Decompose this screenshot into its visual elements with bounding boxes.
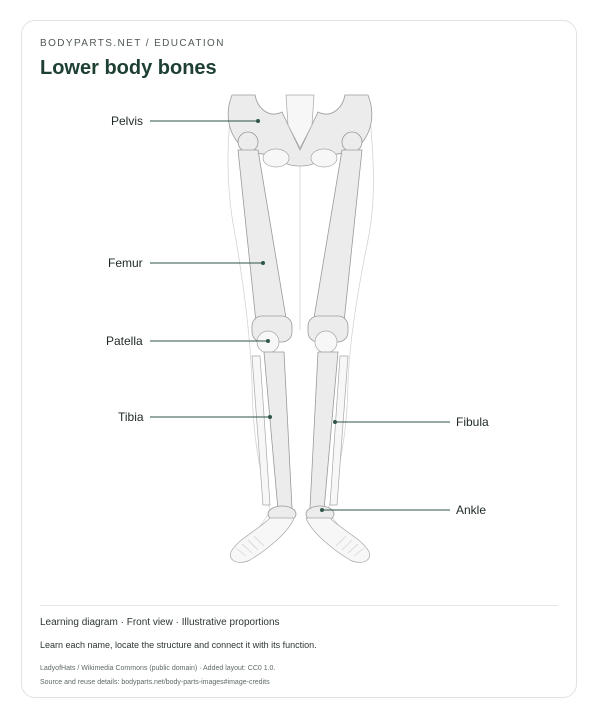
footer-divider (40, 605, 558, 606)
label-fibula-text: Fibula (456, 415, 489, 429)
leader-dot (333, 420, 337, 424)
label-patella: Patella (106, 334, 270, 348)
foot-left (230, 517, 295, 563)
leader-dot (261, 261, 265, 265)
diagram-meta: Learning diagram · Front view · Illustra… (40, 617, 280, 628)
fibula-left (251, 355, 271, 506)
label-femur: Femur (108, 256, 265, 270)
patella-right (314, 330, 338, 354)
label-patella-text: Patella (106, 334, 143, 348)
leader-dot (256, 119, 260, 123)
label-tibia: Tibia (118, 410, 272, 424)
label-tibia-text: Tibia (118, 410, 144, 424)
site-breadcrumb: BODYPARTS.NET / EDUCATION (40, 38, 225, 49)
fibula-right (329, 355, 349, 506)
image-credit: LadyofHats / Wikimedia Commons (public d… (40, 665, 276, 672)
label-pelvis-text: Pelvis (111, 114, 143, 128)
label-ankle: Ankle (320, 503, 486, 517)
sacrum (285, 94, 315, 149)
diagram-description: Learn each name, locate the structure an… (40, 640, 317, 650)
toes-right (335, 535, 365, 557)
label-femur-text: Femur (108, 256, 143, 270)
femur-right (313, 149, 363, 323)
leader-dot (268, 415, 272, 419)
leader-dot (320, 508, 324, 512)
toes-left (235, 535, 265, 557)
obturator-right (310, 148, 338, 168)
femoral-head-right (341, 131, 363, 153)
label-ankle-text: Ankle (456, 503, 486, 517)
leader-dot (266, 339, 270, 343)
label-pelvis: Pelvis (111, 114, 260, 128)
label-fibula: Fibula (333, 415, 489, 429)
page-title: Lower body bones (40, 57, 217, 79)
source-credit: Source and reuse details: bodyparts.net/… (40, 679, 270, 686)
foot-right (305, 517, 370, 563)
femoral-head-left (237, 131, 259, 153)
femur-left (237, 149, 287, 323)
skeleton-illustration (227, 94, 374, 563)
obturator-left (262, 148, 290, 168)
